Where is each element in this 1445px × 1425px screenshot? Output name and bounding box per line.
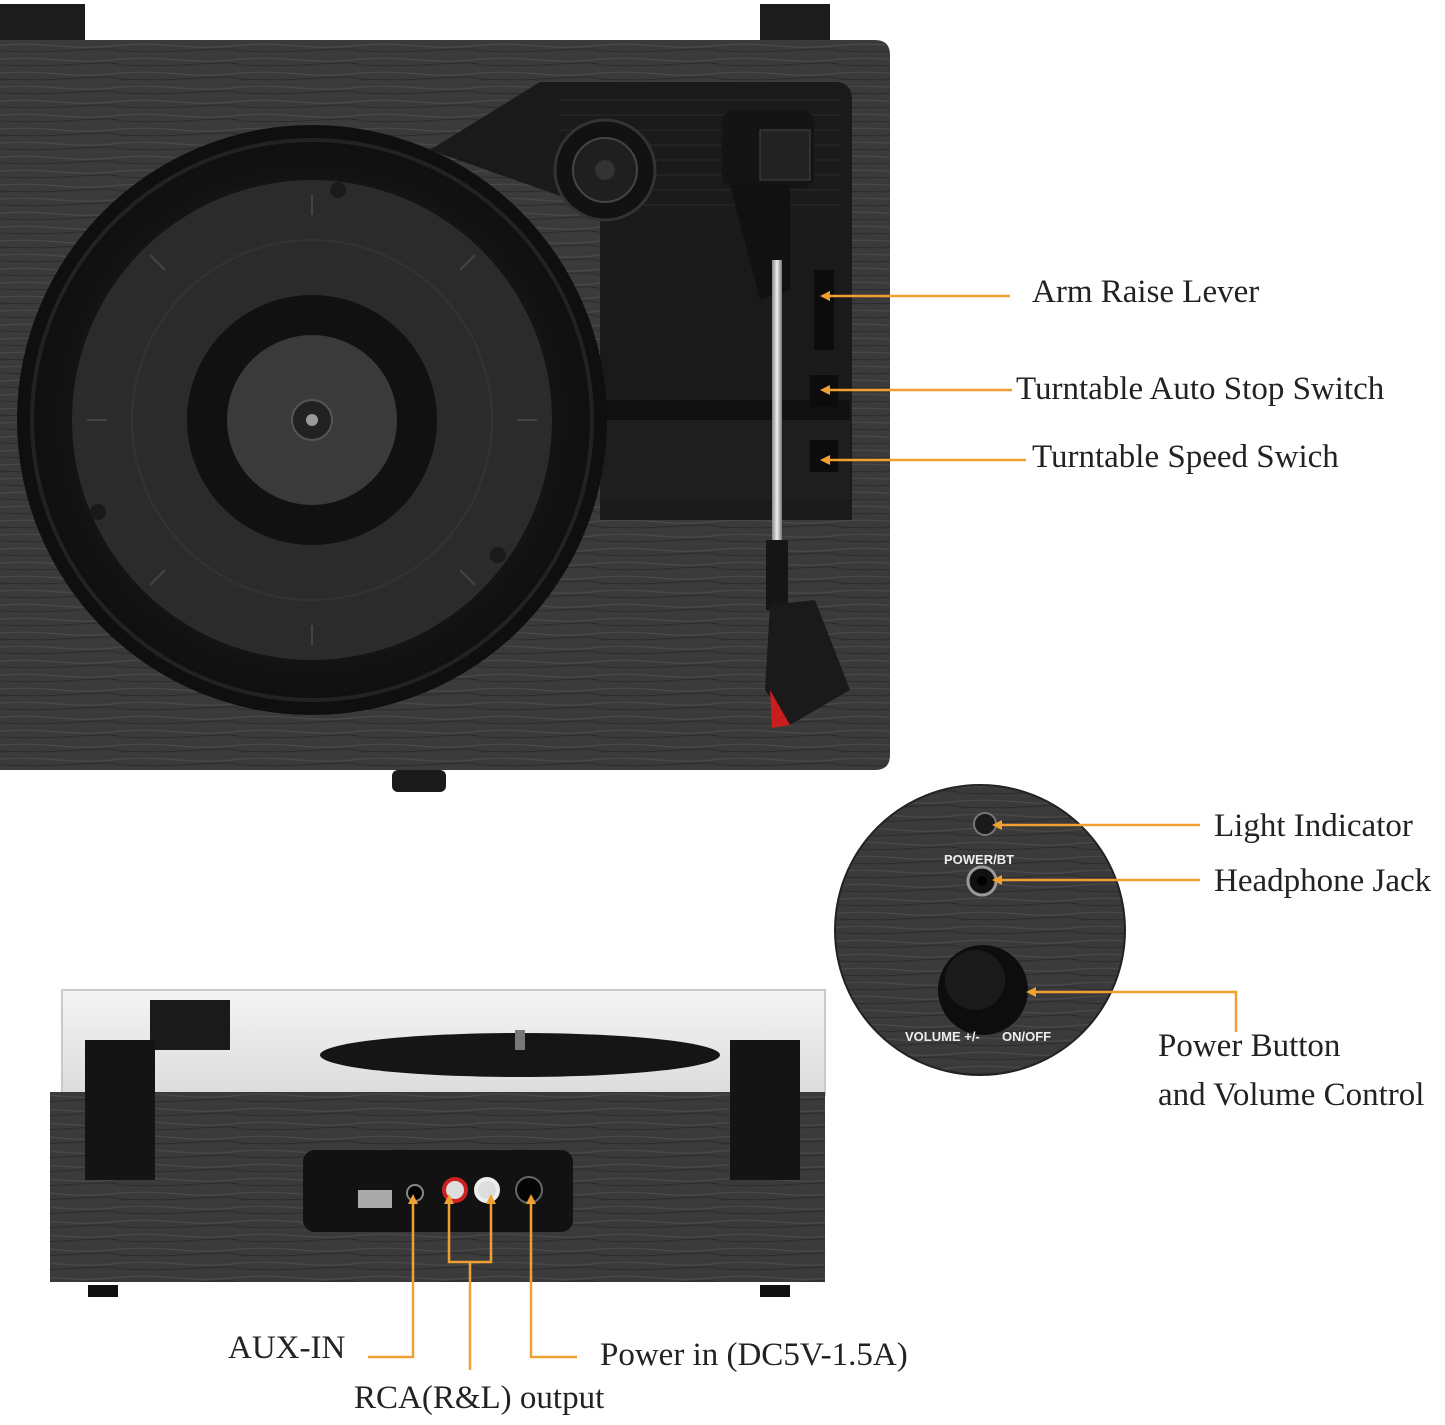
top-view-turntable <box>0 4 890 792</box>
volume-text: VOLUME +/- <box>905 1029 980 1044</box>
hinge-right <box>760 4 830 46</box>
rca-left-port <box>474 1177 500 1203</box>
arm-raise-lever <box>814 270 834 350</box>
back-view-platter <box>320 1033 720 1077</box>
label-auto-stop-switch: Turntable Auto Stop Switch <box>1016 371 1385 407</box>
callout-lines <box>368 294 1238 1370</box>
back-view-turntable <box>50 989 826 1297</box>
label-volume-control: and Volume Control <box>1158 1077 1425 1113</box>
label-aux-in: AUX-IN <box>228 1330 346 1366</box>
back-hinge-right <box>730 1040 800 1180</box>
power-bt-text: POWER/BT <box>944 852 1015 867</box>
spindle <box>306 414 318 426</box>
light-indicator <box>973 812 997 836</box>
speed-switch <box>810 440 838 472</box>
front-panel-detail <box>834 784 1126 1076</box>
tonearm-tube <box>772 260 782 550</box>
label-rca-output: RCA(R&L) output <box>354 1380 605 1416</box>
panel-circle <box>834 784 1126 1076</box>
hinge-left <box>0 4 85 46</box>
label-speed-switch: Turntable Speed Swich <box>1032 439 1339 475</box>
label-power-in: Power in (DC5V-1.5A) <box>600 1337 908 1373</box>
front-knob <box>392 770 446 792</box>
on-off-text: ON/OFF <box>1002 1029 1052 1044</box>
usb-port <box>358 1190 392 1208</box>
back-hinge-left <box>85 1040 155 1180</box>
label-headphone-jack: Headphone Jack <box>1214 863 1432 899</box>
label-arm-raise-lever: Arm Raise Lever <box>1032 274 1260 310</box>
label-power-button: Power Button <box>1158 1028 1341 1064</box>
cartridge-headshell <box>765 600 850 725</box>
label-light-indicator: Light Indicator <box>1214 808 1413 844</box>
back-io-panel <box>303 1150 573 1232</box>
